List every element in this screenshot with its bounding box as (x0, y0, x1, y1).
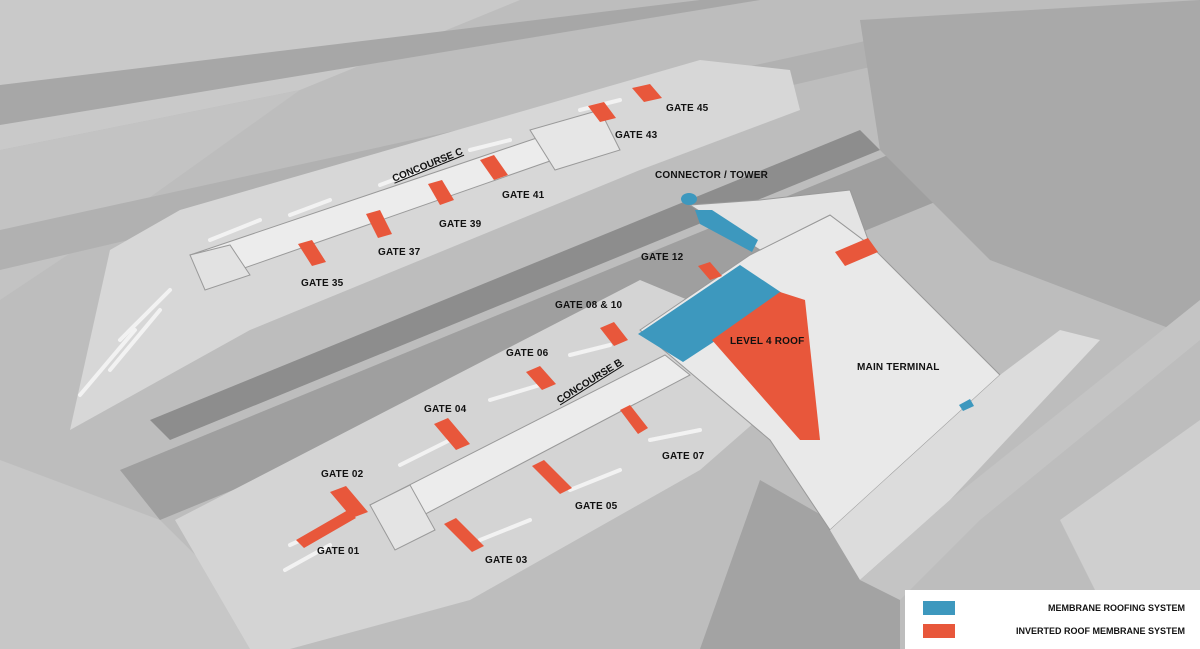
jetbridges-b (283, 343, 702, 572)
inverted-roof-gate37 (366, 210, 392, 238)
label-gate-06: GATE 06 (506, 348, 549, 359)
label-connector-tower: CONNECTOR / TOWER (655, 170, 769, 181)
label-gate-03: GATE 03 (485, 555, 528, 566)
inverted-roof-gate41 (480, 155, 508, 180)
inverted-roof-gate39 (428, 180, 454, 205)
label-gate-07: GATE 07 (662, 451, 705, 462)
inverted-roof-gate06 (526, 366, 556, 390)
inverted-roof-gate02 (330, 486, 368, 518)
label-gate-39: GATE 39 (439, 219, 482, 230)
membrane-roof-connector (695, 210, 758, 252)
label-gate-35: GATE 35 (301, 278, 344, 289)
concourse-b-end (369, 484, 436, 551)
label-gate-43: GATE 43 (615, 130, 658, 141)
landside-curb (860, 300, 1200, 600)
main-terminal-front (830, 330, 1100, 580)
inverted-roof-gate43 (588, 102, 616, 122)
inverted-roof-gate05 (532, 460, 572, 494)
jetbridges-c (78, 98, 622, 397)
membrane-roof-tower (681, 193, 697, 205)
inverted-roof-gate45 (632, 84, 662, 102)
concourse-c-head (529, 109, 621, 171)
legend-row-membrane: MEMBRANE ROOFING SYSTEM (923, 601, 1193, 617)
runway (0, 0, 760, 125)
label-gate-45: GATE 45 (666, 103, 709, 114)
membrane-roof-small (959, 399, 974, 411)
legend: MEMBRANE ROOFING SYSTEM INVERTED ROOF ME… (905, 590, 1200, 649)
inverted-roof-gate08-10 (600, 322, 628, 346)
label-gate-04: GATE 04 (424, 404, 467, 415)
label-gate-02: GATE 02 (321, 469, 364, 480)
parking-structure (1060, 420, 1200, 600)
label-main-terminal: MAIN TERMINAL (857, 362, 940, 373)
field-area (0, 460, 290, 649)
inverted-roof-right (835, 238, 878, 266)
inverted-roof-level4 (712, 292, 820, 440)
label-gate-01: GATE 01 (317, 546, 360, 557)
label-gate-05: GATE 05 (575, 501, 618, 512)
inverted-roof-gate07 (620, 405, 648, 434)
concourse-c-end (189, 244, 251, 291)
label-gate-08-10: GATE 08 & 10 (555, 300, 623, 311)
inverted-roof-gate12 (698, 262, 722, 280)
inverted-roof-gate04 (434, 418, 470, 450)
legend-label-inverted: INVERTED ROOF MEMBRANE SYSTEM (1015, 626, 1185, 636)
label-level4-roof: LEVEL 4 ROOF (730, 336, 805, 347)
membrane-roof-main (638, 265, 785, 362)
legend-swatch-inverted (923, 624, 955, 638)
inverted-roof-gate35 (298, 240, 326, 266)
legend-label-membrane: MEMBRANE ROOFING SYSTEM (1047, 603, 1185, 613)
inverted-roof-gate01 (296, 510, 356, 548)
label-gate-37: GATE 37 (378, 247, 421, 258)
legend-swatch-membrane (923, 601, 955, 615)
landside-area (860, 0, 1200, 340)
label-gate-41: GATE 41 (502, 190, 545, 201)
legend-row-inverted: INVERTED ROOF MEMBRANE SYSTEM (923, 624, 1193, 640)
inverted-roof-gate03 (444, 518, 484, 552)
field-area (700, 480, 900, 649)
concourse-c-apron (70, 60, 800, 430)
label-gate-12: GATE 12 (641, 252, 684, 263)
